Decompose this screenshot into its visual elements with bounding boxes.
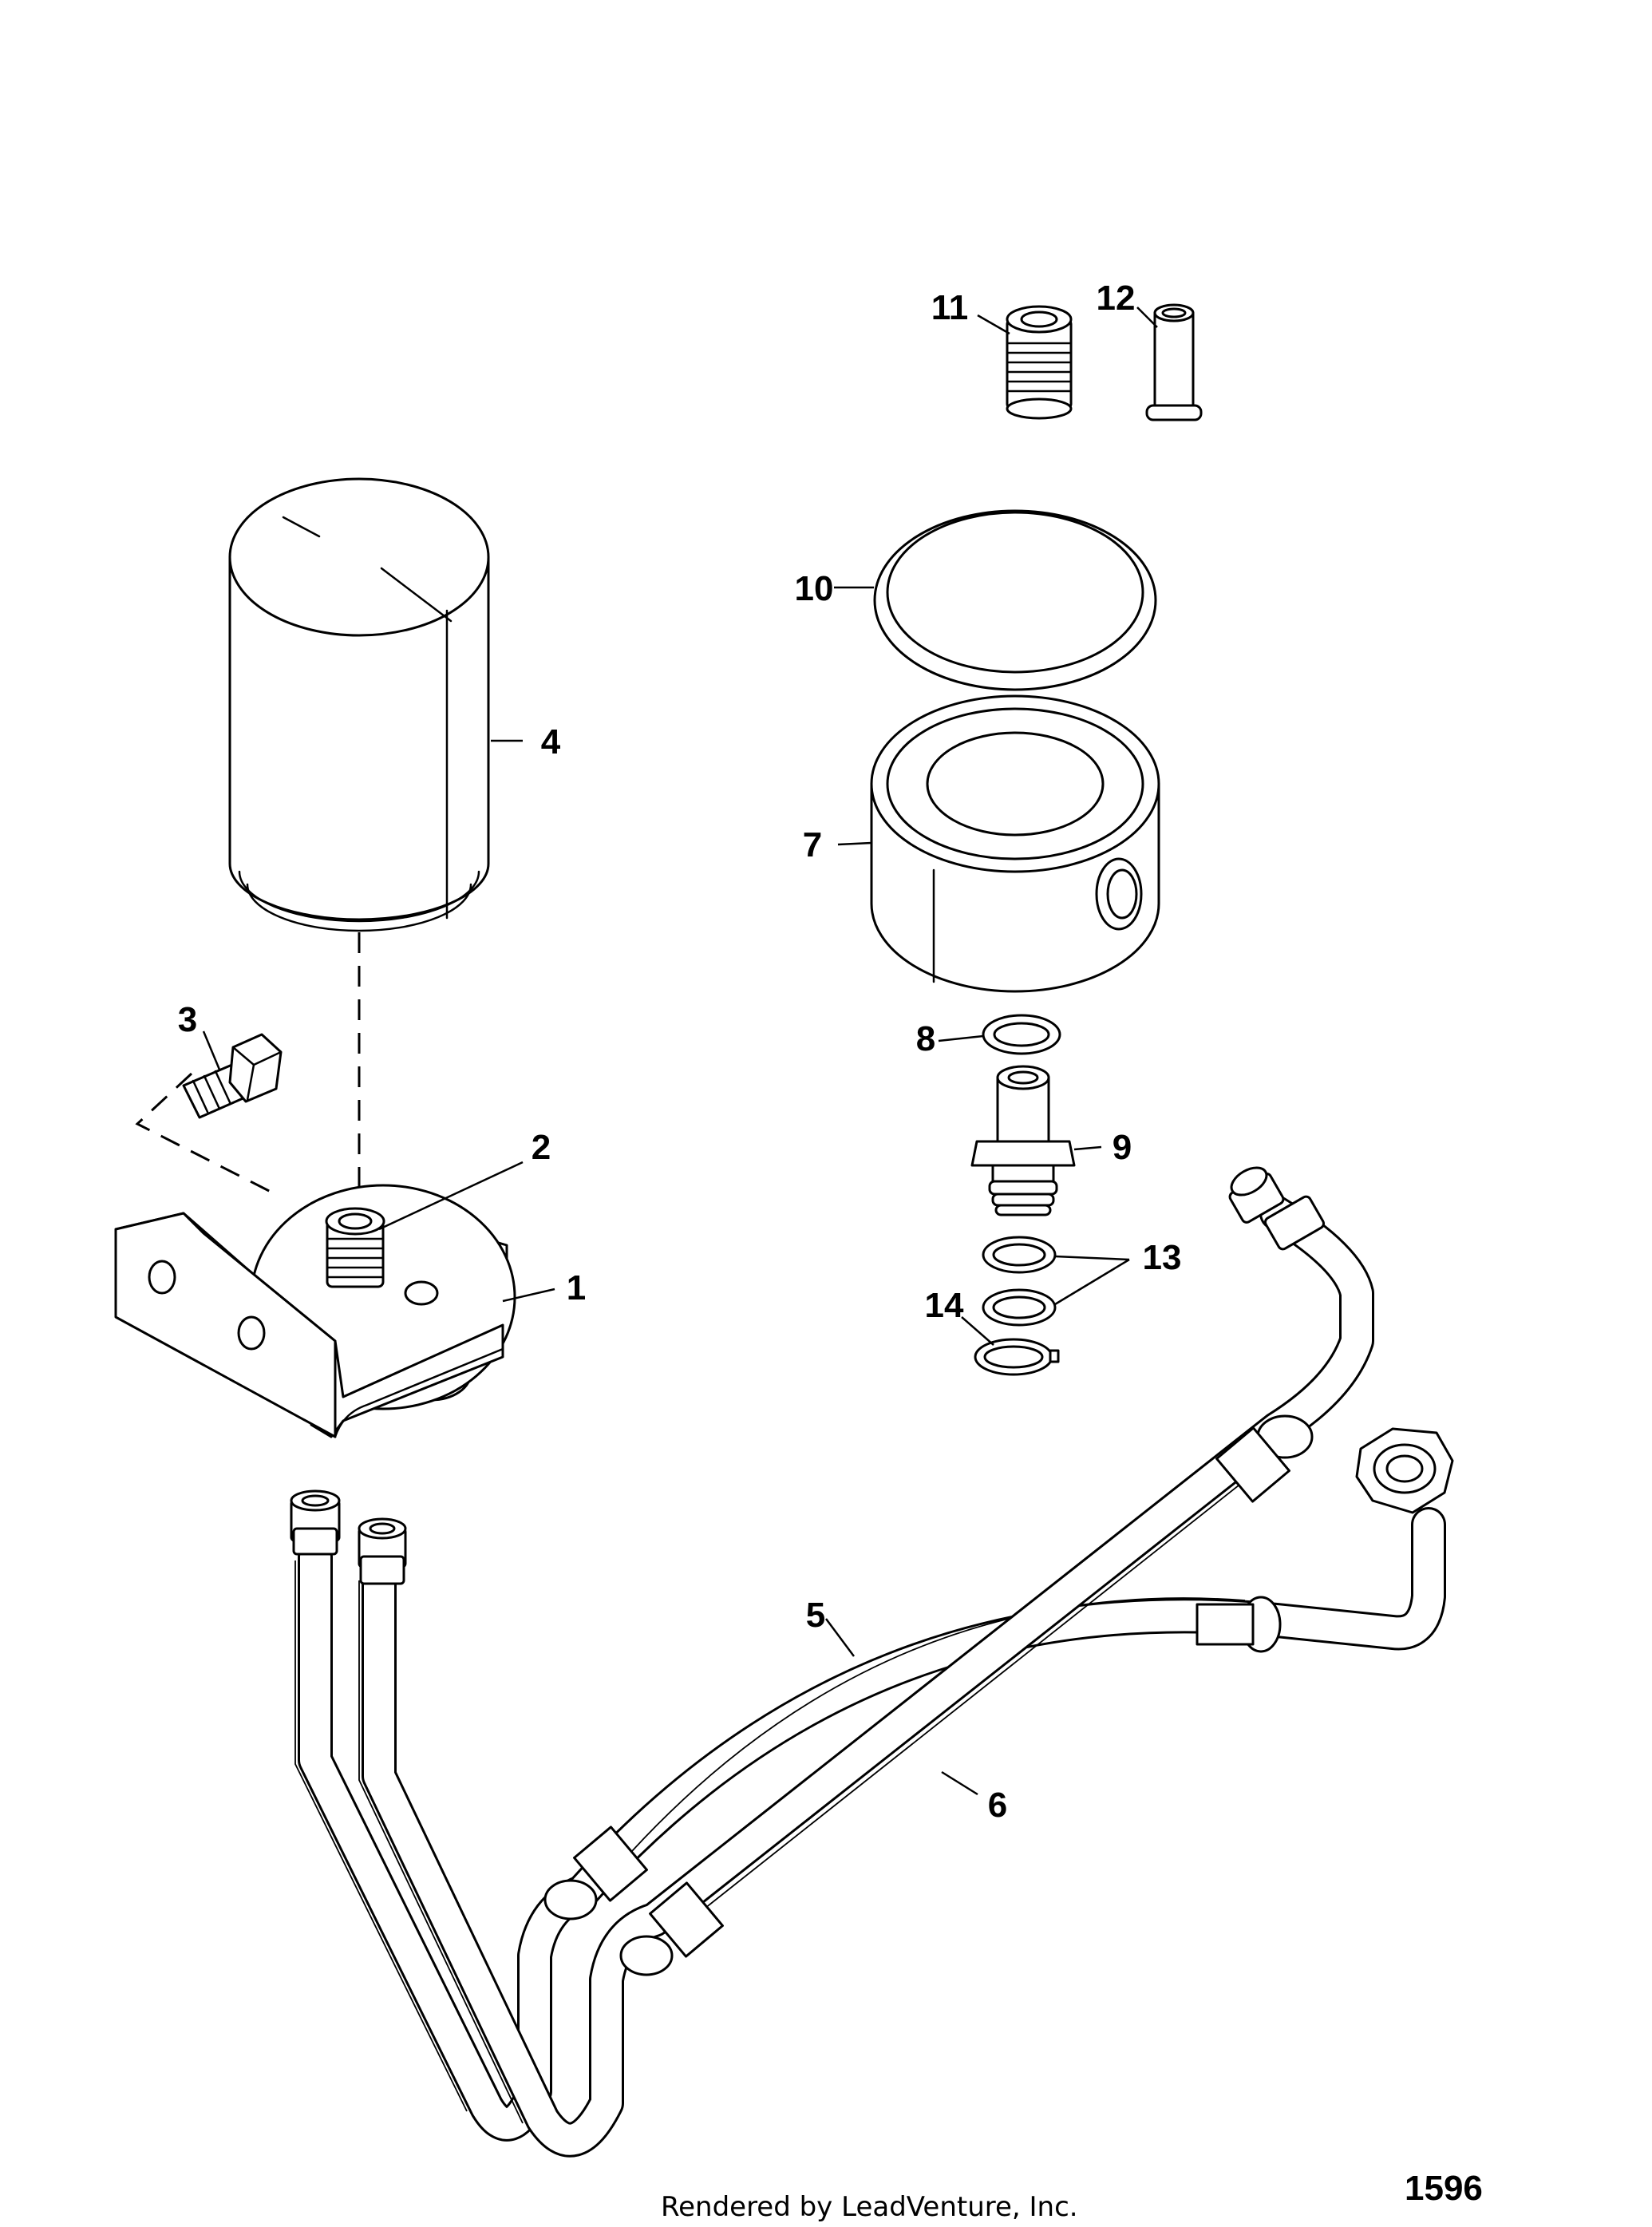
- callout-11: 11: [931, 288, 969, 327]
- part-14-snap-ring[interactable]: [974, 1338, 1060, 1376]
- part-7-adapter-housing[interactable]: [870, 694, 1160, 993]
- part-12-tube-sleeve[interactable]: [1145, 303, 1203, 421]
- callout-14: 14: [925, 1286, 964, 1325]
- hose-ferrules: [543, 1414, 1314, 1976]
- right-hose-fittings: [1228, 1166, 1454, 1514]
- callout-7: 7: [803, 825, 822, 864]
- footer-credit: Rendered by LeadVenture, Inc.: [661, 2191, 1078, 2223]
- left-hose-fittings: [290, 1489, 407, 1585]
- callout-13: 13: [1143, 1238, 1182, 1277]
- callout-6: 6: [988, 1786, 1007, 1825]
- part-11-threaded-nipple[interactable]: [1006, 305, 1073, 420]
- part-10-sealing-ring[interactable]: [873, 509, 1157, 691]
- part-4-filter-canister[interactable]: [228, 477, 490, 932]
- leader-lines: [202, 307, 1158, 1796]
- callout-labels: 11 12 10 4 7 3 2 1 8 9 13 14 5 6: [178, 279, 1182, 1825]
- callout-9: 9: [1113, 1128, 1132, 1167]
- callout-5: 5: [806, 1596, 825, 1635]
- callout-1: 1: [567, 1268, 586, 1307]
- part-13-o-rings[interactable]: [982, 1236, 1057, 1327]
- callout-2: 2: [532, 1128, 551, 1167]
- figure-number: 1596: [1405, 2169, 1483, 2208]
- part-3-mounting-screw[interactable]: [182, 1033, 283, 1119]
- callout-8: 8: [916, 1019, 935, 1058]
- part-2-threaded-stud[interactable]: [325, 1207, 385, 1288]
- callout-3: 3: [178, 1000, 197, 1039]
- alignment-line-screw: [135, 1072, 276, 1196]
- part-8-o-ring[interactable]: [982, 1014, 1061, 1055]
- callout-4: 4: [541, 722, 561, 761]
- callout-10: 10: [795, 569, 834, 608]
- callout-12: 12: [1097, 279, 1136, 318]
- part-1-mounting-bracket[interactable]: [114, 1184, 516, 1438]
- part-9-valve-fitting[interactable]: [970, 1065, 1076, 1216]
